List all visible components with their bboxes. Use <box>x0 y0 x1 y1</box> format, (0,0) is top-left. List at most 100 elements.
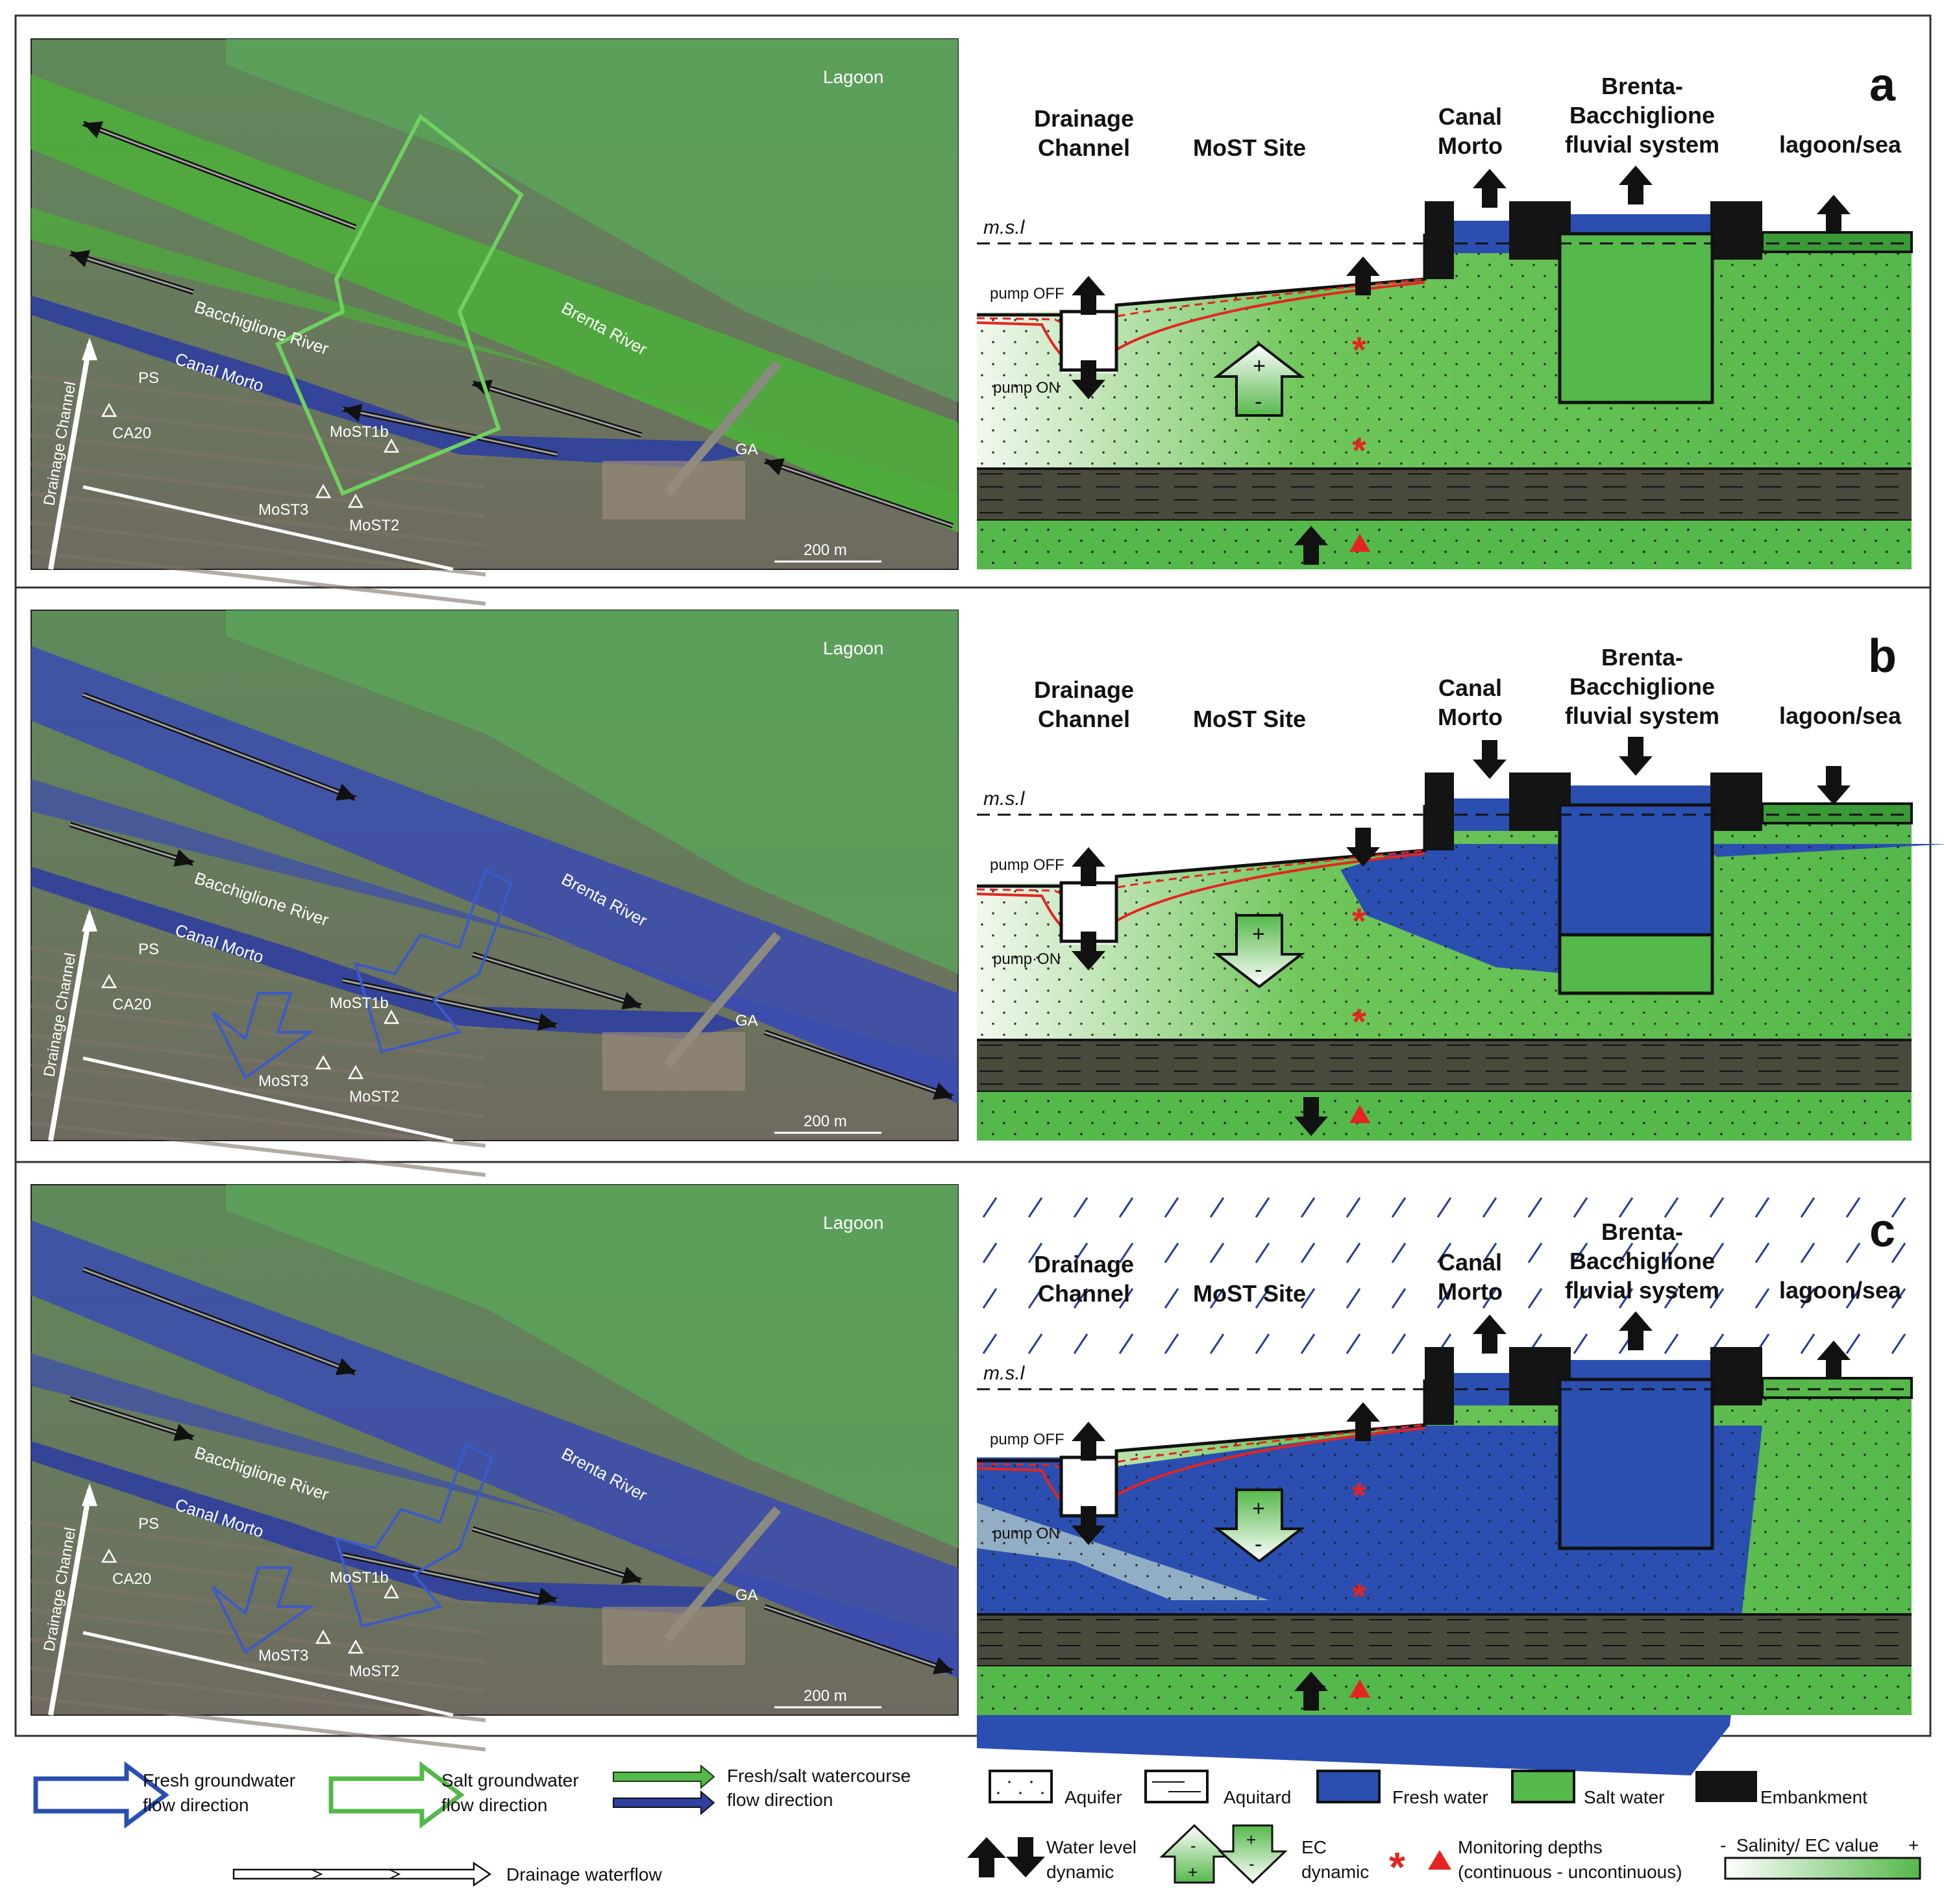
water-level-down-icon <box>1072 932 1105 971</box>
section-label-channel: Channel <box>1038 134 1130 161</box>
lagoon-water <box>1761 1377 1913 1399</box>
watercourse-arrows-icon <box>613 1764 715 1816</box>
water-level-up-icon <box>1072 1422 1105 1461</box>
ec-dynamic-arrow-icon: +- <box>1213 342 1305 417</box>
legend-embankment: Embankment <box>1760 1787 1867 1807</box>
embankment-right-river <box>1710 773 1762 831</box>
station-triangle-icon <box>315 1055 332 1070</box>
drainage-arrow-icon <box>48 909 454 1143</box>
water-level-up-icon <box>1072 847 1105 886</box>
village <box>602 461 745 519</box>
legend-aquifer: Aquifer <box>1064 1787 1122 1807</box>
canal-morto <box>31 295 745 467</box>
section-label-fluvial: fluvial system <box>1565 702 1719 729</box>
section-label-drainage: Drainage <box>1034 676 1134 703</box>
panel-letter: b <box>1868 630 1897 682</box>
monitoring-asterisk-icon: * <box>1352 430 1366 471</box>
svg-text:*: * <box>1389 1844 1405 1890</box>
section-label-canal: Canal <box>1438 1249 1502 1276</box>
legend: Fresh groundwater flow direction Salt gr… <box>33 1761 1921 1890</box>
svg-text:+: + <box>1246 1830 1256 1849</box>
watercourse-arrow-icon <box>342 978 558 1031</box>
map-station-label: MoST1b <box>330 423 389 441</box>
legend-aquitard: Aquitard <box>1224 1787 1291 1807</box>
bacchiglione-river <box>31 1354 958 1678</box>
watercourse-arrow-icon <box>471 1526 643 1585</box>
aquifer-swatch-dots <box>990 1771 1052 1802</box>
fresh-groundwater-arrow-icon <box>354 868 513 1054</box>
watercourse-arrow-icon <box>82 1267 357 1376</box>
section-label-brenta: Brenta- <box>1601 73 1683 99</box>
fresh-groundwater-arrow-icon <box>212 992 315 1080</box>
section-label-brenta: Brenta- <box>1601 1218 1683 1245</box>
salinity-gradient-bar <box>1724 1857 1921 1880</box>
watercourse-arrow-icon <box>471 952 643 1010</box>
pump-off-label: pump OFF <box>990 856 1064 874</box>
monitoring-triangle-icon <box>1349 534 1370 552</box>
section-label-lagoon-sea: lagoon/sea <box>1779 702 1902 729</box>
map-station-label: MoST2 <box>349 1663 399 1680</box>
svg-text:-: - <box>1255 389 1262 414</box>
svg-text:+: + <box>1252 922 1265 946</box>
monitoring-asterisk-icon: * <box>1352 1576 1366 1616</box>
legend-fresh-gw-2: flow direction <box>143 1795 249 1815</box>
village <box>602 1607 745 1665</box>
embankment-swatch <box>1695 1771 1757 1802</box>
watercourse-arrow-icon <box>342 404 558 457</box>
legend-salt-gw-2: flow direction <box>441 1795 547 1815</box>
map-station-label: CA20 <box>112 1570 151 1588</box>
watercourse-arrow-icon <box>763 1604 954 1675</box>
legend-ec-2: dynamic <box>1301 1862 1369 1882</box>
section-label-morto: Morto <box>1438 132 1503 159</box>
embankment-right-river <box>1710 1347 1762 1405</box>
embankment-canal <box>1425 1347 1454 1425</box>
station-triangle-icon <box>347 1065 364 1080</box>
legend-watercourse-2: flow direction <box>727 1790 833 1810</box>
water-level-up-icon <box>1346 1402 1380 1441</box>
section-label-channel: Channel <box>1038 706 1130 732</box>
canal-morto <box>31 1441 745 1613</box>
panel-letter: c <box>1869 1205 1895 1257</box>
monitoring-asterisk-icon: * <box>1352 900 1366 941</box>
lagoon-water <box>1761 231 1913 253</box>
water-level-up-icon <box>1473 169 1507 208</box>
map-label-lagoon: Lagoon <box>823 638 883 658</box>
station-triangle-icon <box>101 974 117 989</box>
section-label-most-site: MoST Site <box>1193 134 1306 161</box>
section-label-bacchiglione: Bacchiglione <box>1569 673 1715 700</box>
water-level-up-icon <box>1619 1311 1653 1350</box>
section-label-brenta: Brenta- <box>1601 644 1683 671</box>
water-level-arrows-icon <box>967 1837 1045 1877</box>
pump-on-label: pump ON <box>993 1525 1060 1542</box>
legend-watercourse-1: Fresh/salt watercourse <box>727 1766 911 1786</box>
watercourse-arrow-icon <box>69 250 195 295</box>
station-triangle-icon <box>315 1629 332 1644</box>
water-level-up-icon <box>1619 166 1653 204</box>
legend-fresh-gw-1: Fresh groundwater <box>143 1770 295 1790</box>
river-channel <box>1558 232 1714 404</box>
water-level-up-icon <box>1294 526 1328 565</box>
drainage-arrow-icon <box>48 1483 454 1717</box>
section-label-lagoon-sea: lagoon/sea <box>1779 1277 1902 1304</box>
msl-label: m.s.l <box>983 1363 1026 1384</box>
msl-label: m.s.l <box>983 788 1026 810</box>
map-label-lagoon: Lagoon <box>823 67 883 87</box>
water-level-down-icon <box>1619 737 1653 776</box>
river-surface-water <box>1571 785 1710 805</box>
watercourse-arrow-icon <box>471 379 643 438</box>
station-triangle-icon <box>315 484 332 499</box>
map-scale-label: 200 m <box>804 1687 847 1705</box>
drainage-arrow-icon <box>48 338 454 571</box>
map-station-label: MoST2 <box>349 517 399 534</box>
lagoon-area <box>226 39 958 402</box>
svg-text:-: - <box>1190 1836 1196 1855</box>
water-level-up-icon <box>1346 256 1380 295</box>
map-station-label: PS <box>138 941 159 958</box>
section-label-morto: Morto <box>1438 1278 1503 1305</box>
panel-letter: a <box>1869 59 1896 111</box>
map-station-label: MoST3 <box>258 501 308 519</box>
